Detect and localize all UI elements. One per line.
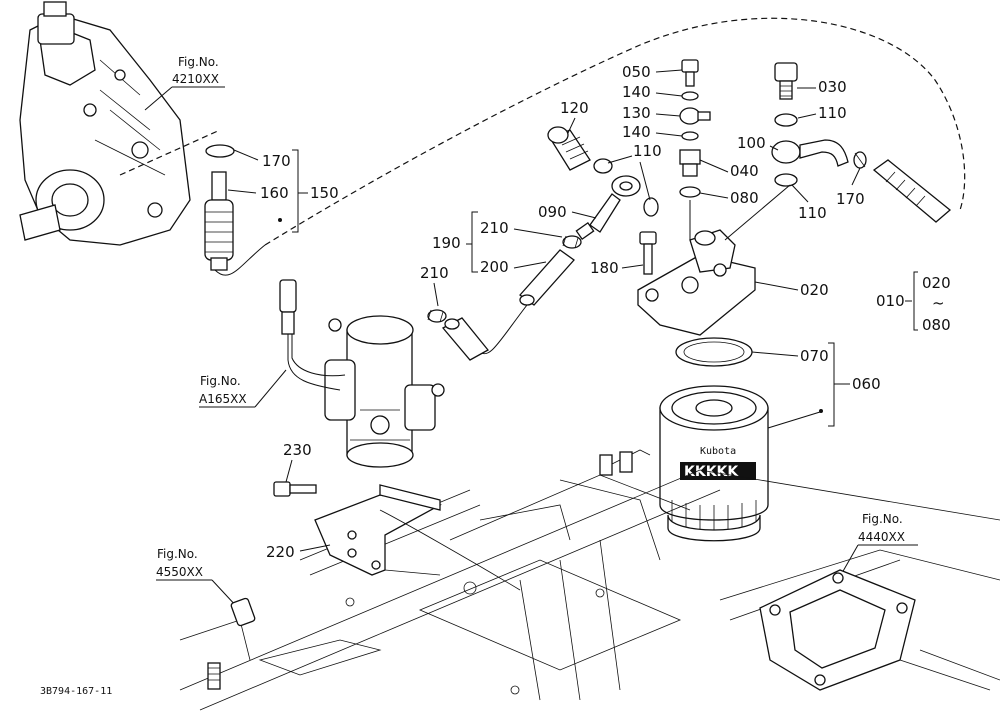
- chassis-frame: [179, 449, 1000, 711]
- small-bracket-4550: [230, 597, 256, 627]
- bolt-050: [681, 59, 699, 87]
- fig-ref-4210xx-title: Fig.No.: [178, 55, 219, 69]
- label-100: 100: [737, 134, 766, 152]
- label-110-lower: 110: [798, 204, 827, 222]
- fitting-040: [679, 149, 701, 177]
- label-230: 230: [283, 441, 312, 459]
- label-070: 070: [800, 347, 829, 365]
- hose-200: [519, 249, 575, 306]
- fig-ref-4210xx[interactable]: Fig.No. 4210XX: [144, 55, 225, 111]
- clamp-170-right: [853, 151, 867, 169]
- hose-right: [872, 159, 952, 223]
- banjo-130: [679, 107, 711, 125]
- clamp-210-bottom: [427, 309, 447, 323]
- label-020-range: 020: [922, 274, 951, 292]
- washer-110-right: [643, 197, 659, 217]
- label-210-top: 210: [480, 219, 509, 237]
- intake-housing: [759, 569, 1000, 691]
- fitting-090: [575, 175, 641, 241]
- label-080: 080: [730, 189, 759, 207]
- electric-fuel-pump: [324, 315, 445, 468]
- washer-110-left: [593, 158, 613, 174]
- hose-assembly-150: [204, 144, 235, 271]
- filter-head-020: [637, 229, 756, 336]
- label-140-top: 140: [622, 83, 651, 101]
- fig-ref-4440xx[interactable]: Fig.No. 4440XX: [837, 512, 918, 581]
- label-080-range: 080: [922, 316, 951, 334]
- label-110-center: 110: [633, 142, 662, 160]
- label-110-upper: 110: [818, 104, 847, 122]
- label-130: 130: [622, 104, 651, 122]
- fig-ref-4550xx-title: Fig.No.: [157, 547, 198, 561]
- fig-ref-a165xx-number: A165XX: [199, 392, 247, 406]
- label-180: 180: [590, 259, 619, 277]
- label-090: 090: [538, 203, 567, 221]
- label-140-bottom: 140: [622, 123, 651, 141]
- bolt-030: [774, 62, 798, 100]
- label-060: 060: [852, 375, 881, 393]
- label-210-bottom: 210: [420, 264, 449, 282]
- label-150: 150: [310, 184, 339, 202]
- label-range-tilde: ~: [932, 294, 945, 312]
- banjo-bolt-120: [547, 126, 591, 171]
- bolt-230: [273, 481, 317, 497]
- label-160: 160: [260, 184, 289, 202]
- label-020: 020: [800, 281, 829, 299]
- label-220: 220: [266, 543, 295, 561]
- fig-ref-4550xx[interactable]: Fig.No. 4550XX: [156, 547, 239, 609]
- fig-ref-4440xx-title: Fig.No.: [862, 512, 903, 526]
- connector: [279, 279, 346, 391]
- filter-brand: Kubota: [700, 446, 736, 457]
- label-170-right: 170: [836, 190, 865, 208]
- fig-ref-4440xx-number: 4440XX: [858, 530, 905, 544]
- fig-ref-4210xx-number: 4210XX: [172, 72, 219, 86]
- washer-140-bottom: [681, 131, 699, 141]
- label-120: 120: [560, 99, 589, 117]
- label-010: 010: [876, 292, 905, 310]
- drawing-code: 3B794-167-11: [40, 686, 112, 697]
- bracket-220: [314, 484, 442, 576]
- fuel-line-route: [119, 129, 221, 176]
- label-190: 190: [432, 234, 461, 252]
- short-hose: [441, 317, 489, 361]
- label-030: 030: [818, 78, 847, 96]
- fuel-filter-cartridge: Kubota KKKKK: [659, 385, 769, 542]
- washer-110-lower: [774, 173, 798, 187]
- fig-ref-a165xx-title: Fig.No.: [200, 374, 241, 388]
- label-200: 200: [480, 258, 509, 276]
- label-040: 040: [730, 162, 759, 180]
- washer-140-top: [681, 91, 699, 101]
- fig-ref-a165xx[interactable]: Fig.No. A165XX: [199, 369, 287, 408]
- banjo-100: [771, 139, 849, 167]
- fig-ref-4550xx-number: 4550XX: [156, 565, 203, 579]
- label-170-left: 170: [262, 152, 291, 170]
- injection-pump: [19, 1, 191, 246]
- return-line-route: [264, 17, 966, 246]
- washer-110-upper: [774, 113, 798, 127]
- label-050: 050: [622, 63, 651, 81]
- bolt-180: [639, 231, 657, 275]
- clamp-210-top: [562, 235, 582, 249]
- o-ring-080: [679, 186, 701, 198]
